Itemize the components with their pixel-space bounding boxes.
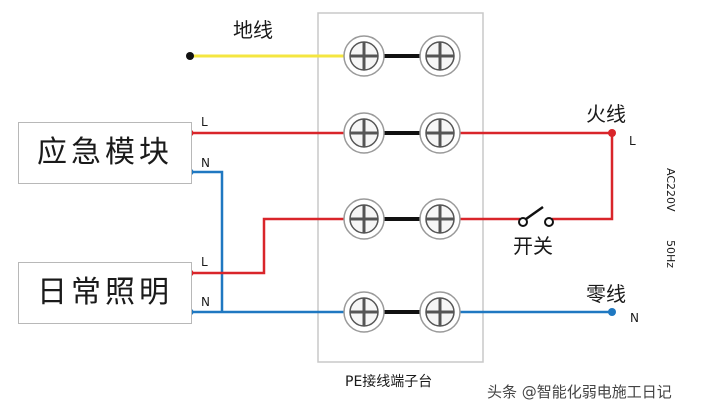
emergency-module-box: 应急模块 [18,122,192,184]
terminal-screw-icon [419,198,461,240]
emergency-n-label: N [201,156,210,170]
lighting-n-label: N [201,295,210,309]
lighting-live-wire [190,217,350,275]
live-wire-endpoint [608,129,616,137]
emergency-module-label: 应急模块 [37,135,173,170]
switch-symbol [518,205,554,227]
watermark-text: 头条 @智能化弱电施工日记 [487,383,672,401]
daily-lighting-label: 日常照明 [37,275,173,310]
terminal-screw-icon [343,291,385,333]
neutral-wire-label: 零线 [586,282,626,306]
voltage-label: AC220V [664,168,677,212]
terminal-screw-icon [343,112,385,154]
neutral-wire-endpoint [608,308,616,316]
terminal-screw-icon [419,112,461,154]
terminal-screw-icon [419,291,461,333]
terminal-screw-icon [343,198,385,240]
live-wire-label: 火线 [586,102,626,126]
incoming-live-wire [450,131,614,221]
terminal-screw-icon [343,35,385,77]
daily-lighting-box: 日常照明 [18,262,192,324]
emergency-neutral-wire [190,170,224,312]
lighting-l-label: L [201,255,208,269]
switch-label: 开关 [513,234,553,258]
ground-wire-label: 地线 [233,18,273,42]
neutral-n-label: N [630,311,639,325]
ground-wire-endpoint [186,52,194,60]
emergency-l-label: L [201,115,208,129]
terminal-screw-icon [419,35,461,77]
frequency-label: 50Hz [664,240,677,269]
live-l-label: L [629,134,636,148]
terminal-block-label: PE接线端子台 [345,374,433,390]
